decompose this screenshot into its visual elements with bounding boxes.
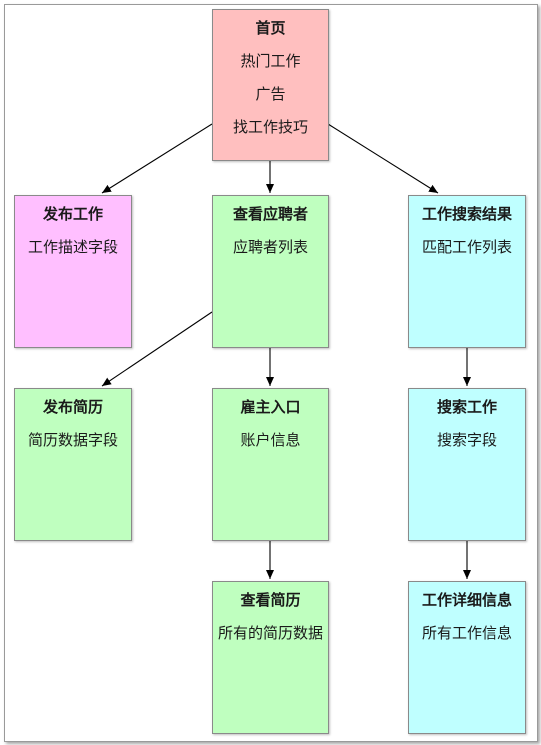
node-view-resume: 查看简历 所有的简历数据 bbox=[212, 581, 329, 734]
node-employer-entry: 雇主入口 账户信息 bbox=[212, 388, 329, 541]
node-title: 查看简历 bbox=[240, 591, 301, 609]
node-job-details: 工作详细信息 所有工作信息 bbox=[408, 581, 526, 734]
node-line: 匹配工作列表 bbox=[421, 238, 512, 256]
node-search-jobs: 搜索工作 搜索字段 bbox=[408, 388, 526, 541]
node-view-applicants: 查看应聘者 应聘者列表 bbox=[212, 195, 329, 348]
edge-home-job-search-results bbox=[327, 123, 439, 194]
node-line: 广告 bbox=[255, 85, 286, 103]
node-post-job: 发布工作 工作描述字段 bbox=[14, 195, 132, 348]
node-title: 搜索工作 bbox=[436, 398, 497, 416]
node-title: 工作详细信息 bbox=[421, 591, 512, 609]
node-post-resume: 发布简历 简历数据字段 bbox=[14, 388, 132, 541]
node-line: 简历数据字段 bbox=[27, 431, 118, 449]
edge-view-applicants-post-resume bbox=[101, 311, 213, 387]
node-title: 发布简历 bbox=[42, 398, 103, 416]
node-line: 应聘者列表 bbox=[232, 238, 308, 256]
node-title: 首页 bbox=[255, 19, 286, 37]
node-title: 查看应聘者 bbox=[232, 205, 308, 223]
edge-home-post-job bbox=[101, 123, 213, 194]
node-line: 所有的简历数据 bbox=[217, 624, 323, 642]
node-line: 工作描述字段 bbox=[27, 238, 118, 256]
node-job-search-results: 工作搜索结果 匹配工作列表 bbox=[408, 195, 526, 348]
node-line: 所有工作信息 bbox=[421, 624, 512, 642]
node-title: 工作搜索结果 bbox=[421, 205, 512, 223]
node-line: 找工作技巧 bbox=[232, 118, 308, 136]
node-title: 雇主入口 bbox=[240, 398, 301, 416]
node-line: 账户信息 bbox=[240, 431, 301, 449]
node-title: 发布工作 bbox=[42, 205, 103, 223]
node-line: 热门工作 bbox=[240, 52, 301, 70]
node-home: 首页 热门工作 广告 找工作技巧 bbox=[212, 9, 329, 161]
node-line: 搜索字段 bbox=[436, 431, 497, 449]
